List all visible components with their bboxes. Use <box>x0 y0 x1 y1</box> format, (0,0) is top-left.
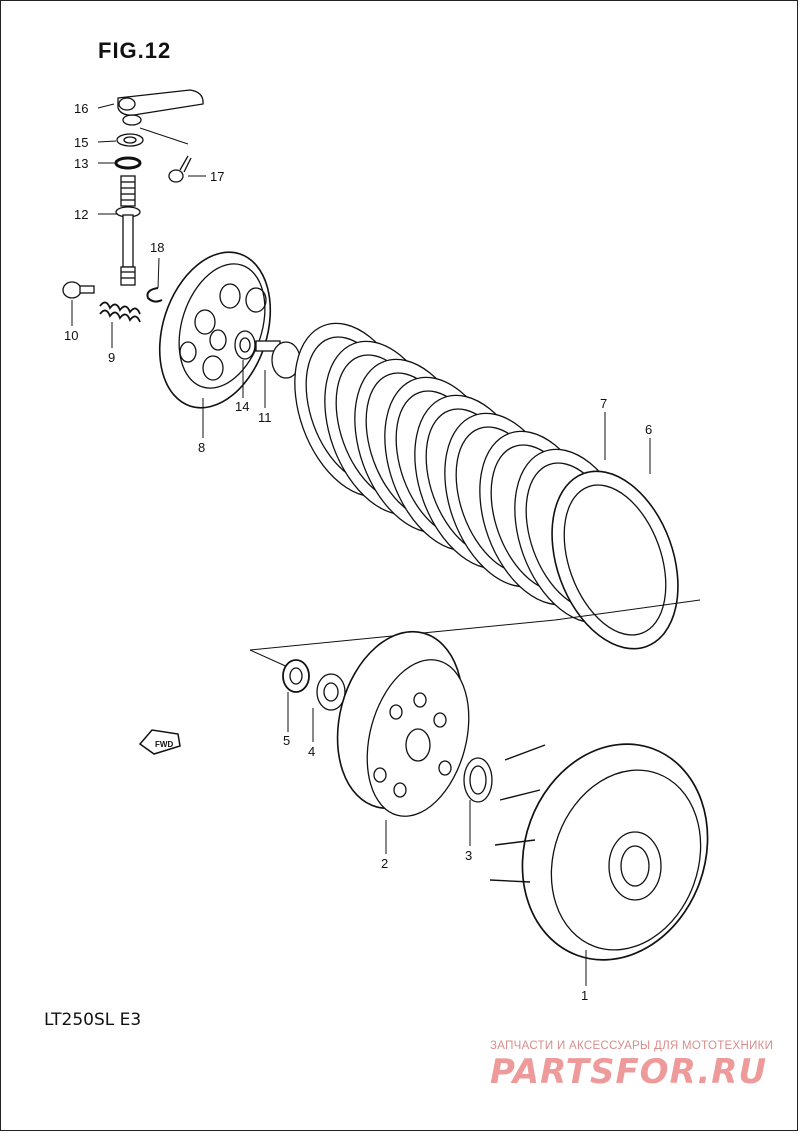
part-plate-stack <box>294 322 636 624</box>
part-pushrod-piece-11 <box>255 340 301 379</box>
part-release-arm <box>117 89 204 126</box>
part-screw-17 <box>168 155 192 183</box>
fwd-label: FWD <box>155 740 173 749</box>
part-oring-13 <box>114 156 142 170</box>
callout-7: 7 <box>600 396 607 411</box>
callout-15: 15 <box>74 135 88 150</box>
callout-14: 14 <box>235 399 249 414</box>
figure-title: FIG.12 <box>98 38 172 63</box>
part-nut-5 <box>282 659 310 693</box>
callout-8: 8 <box>198 440 205 455</box>
callout-3: 3 <box>465 848 472 863</box>
part-lockwasher-4 <box>316 673 346 711</box>
part-bolt-10 <box>62 281 95 299</box>
part-pressure-plate <box>158 251 272 409</box>
callout-13: 13 <box>74 156 88 171</box>
callout-18: 18 <box>150 240 164 255</box>
part-circlip-18 <box>146 287 163 303</box>
model-code: LT250SL E3 <box>44 1010 142 1030</box>
callout-12: 12 <box>74 207 88 222</box>
part-spring-9 <box>99 301 141 323</box>
fwd-arrow-icon <box>138 729 181 755</box>
part-thrust-washer-3 <box>463 757 493 803</box>
part-bearing-14 <box>234 330 256 360</box>
callout-17: 17 <box>210 169 224 184</box>
callout-5: 5 <box>283 733 290 748</box>
callout-9: 9 <box>108 350 115 365</box>
callout-1: 1 <box>581 988 588 1003</box>
watermark-logo: PARTSFOR.RU <box>490 1052 768 1092</box>
callout-11: 11 <box>258 410 272 425</box>
part-sleeve-hub-2 <box>336 630 470 817</box>
assembly-guideline <box>249 599 701 669</box>
callout-6: 6 <box>645 422 652 437</box>
part-release-shaft <box>115 175 141 286</box>
callout-10: 10 <box>64 328 78 343</box>
part-friction-plate-6 <box>551 470 679 650</box>
leader-lines <box>71 103 651 986</box>
watermark-tagline: ЗАПЧАСТИ И АКСЕССУАРЫ ДЛЯ МОТОТЕХНИКИ <box>490 1040 774 1052</box>
callout-4: 4 <box>308 744 315 759</box>
callout-16: 16 <box>74 101 88 116</box>
part-clutch-housing-1 <box>489 743 709 961</box>
part-washer-15 <box>116 133 144 147</box>
callout-2: 2 <box>381 856 388 871</box>
